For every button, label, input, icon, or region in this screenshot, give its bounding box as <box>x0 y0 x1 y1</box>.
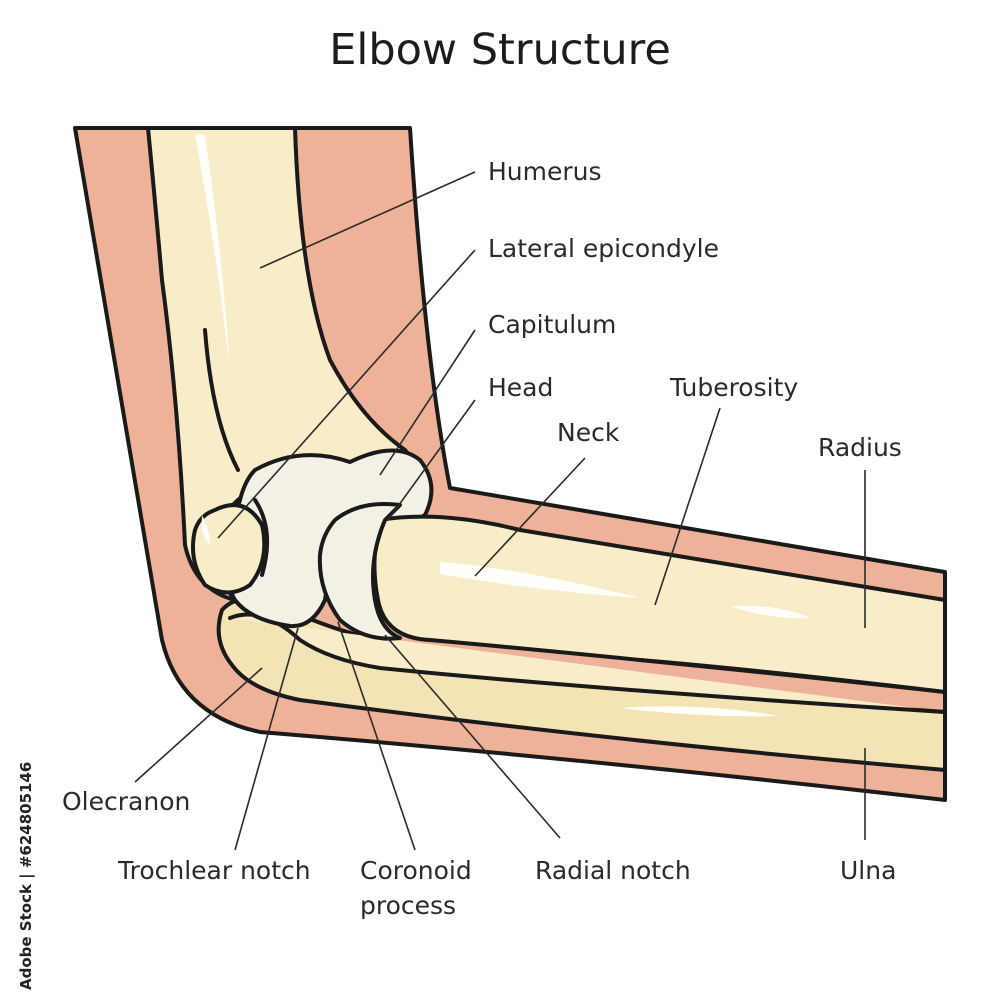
leader-coronoid-process <box>337 621 416 851</box>
radius-bone <box>372 514 947 694</box>
label-coronoid-process-line2: process <box>360 891 456 920</box>
label-head: Head <box>488 373 553 402</box>
label-lateral-epicondyle: Lateral epicondyle <box>488 234 719 263</box>
label-trochlear-notch: Trochlear notch <box>117 856 311 885</box>
label-ulna: Ulna <box>840 856 896 885</box>
diagram-title: Elbow Structure <box>329 25 671 75</box>
leader-tuberosity <box>654 407 721 606</box>
label-neck: Neck <box>557 418 620 447</box>
leader-capitulum <box>379 329 476 476</box>
leader-trochlear-notch <box>234 627 299 851</box>
leader-head <box>387 399 476 521</box>
label-humerus: Humerus <box>488 157 602 186</box>
label-coronoid-process-line1: Coronoid <box>360 856 472 885</box>
radial-head <box>317 502 402 641</box>
leader-neck <box>474 457 586 577</box>
label-olecranon: Olecranon <box>62 787 190 816</box>
labels: Humerus Lateral epicondyle Capitulum Hea… <box>62 157 902 920</box>
label-radius: Radius <box>818 433 902 462</box>
label-capitulum: Capitulum <box>488 310 616 339</box>
label-radial-notch: Radial notch <box>535 856 691 885</box>
leader-radial-notch <box>384 634 561 839</box>
leader-lines <box>134 171 866 851</box>
lateral-epicondyle <box>191 503 267 595</box>
leader-lateral-epicondyle <box>217 249 476 539</box>
label-tuberosity: Tuberosity <box>669 373 798 402</box>
leader-humerus <box>259 171 476 269</box>
leader-olecranon <box>134 667 263 783</box>
stock-id: Adobe Stock | #624805146 <box>17 762 36 990</box>
